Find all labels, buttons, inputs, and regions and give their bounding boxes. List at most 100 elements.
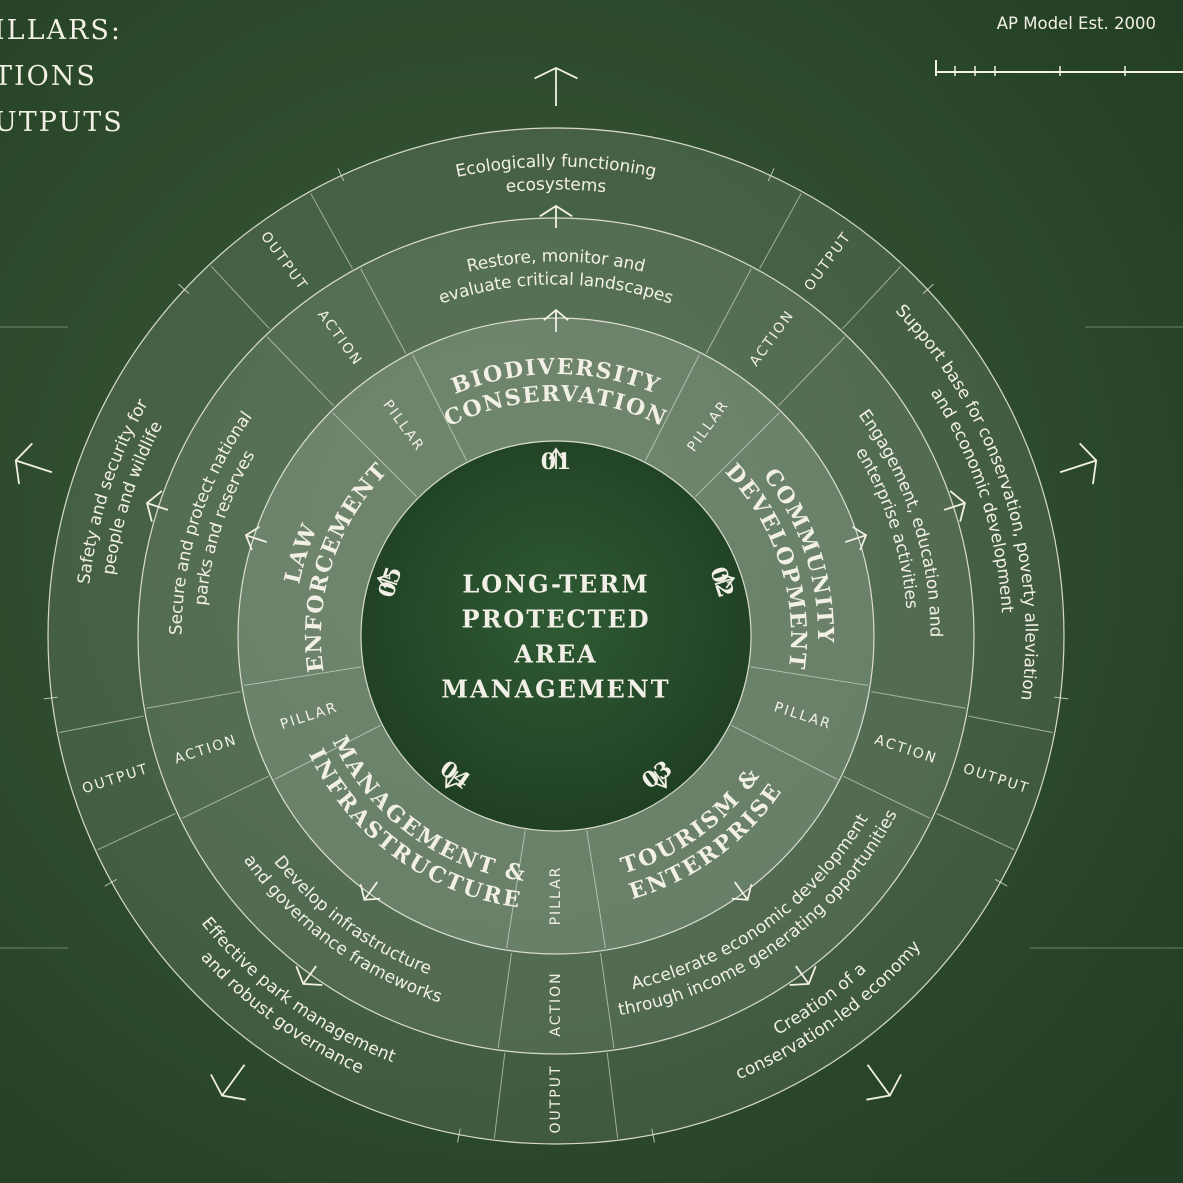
arrow-head — [445, 775, 458, 789]
page-title: ILLARS: TIONS UTPUTS — [0, 8, 124, 146]
arrow-icon — [1059, 442, 1098, 485]
ring-label-action: ACTION — [548, 971, 564, 1036]
arrow-shaft — [653, 770, 667, 788]
sector-divider — [266, 336, 335, 407]
sector-divider — [936, 813, 1015, 851]
arrow-icon — [548, 447, 564, 469]
arrow-head — [731, 884, 753, 901]
arrow-icon — [359, 881, 381, 901]
background-guides — [0, 326, 1183, 949]
arrow-head — [654, 775, 667, 789]
arrow-icon — [376, 574, 398, 589]
outer-tick — [457, 1128, 461, 1143]
sector-divider — [705, 268, 752, 354]
outer-tick — [43, 696, 58, 700]
arrow-head — [295, 965, 323, 986]
sector-divider — [606, 1052, 619, 1139]
sector-divider — [497, 952, 512, 1049]
ring-border — [47, 127, 1065, 1145]
arrow-icon — [844, 526, 868, 551]
arrow-icon — [14, 442, 53, 485]
arrow-icon — [943, 490, 966, 522]
sector-divider — [274, 724, 381, 780]
sector-divider — [59, 715, 144, 734]
arrow-head — [376, 574, 391, 589]
sector-divider — [644, 354, 700, 461]
sector-divider — [777, 336, 846, 407]
center-title-line: PROTECTED — [461, 605, 650, 634]
arrow-shaft — [844, 534, 867, 543]
ring-label-output: OUTPUT — [548, 1064, 564, 1133]
arrow-head — [14, 442, 33, 485]
arrows — [14, 66, 1098, 1101]
arrow-shaft — [363, 881, 379, 901]
arrow-head — [543, 308, 569, 321]
outer-tick — [994, 878, 1008, 887]
outer-tick — [1054, 696, 1069, 700]
sector-divider — [871, 691, 966, 709]
sector-divider — [842, 265, 902, 330]
ring-border — [360, 440, 752, 832]
sector-divider — [310, 193, 353, 269]
arrow-shaft — [1059, 459, 1097, 474]
arrow-shaft — [795, 965, 810, 985]
arrow-head — [210, 1074, 246, 1101]
title-line: TIONS — [0, 61, 97, 92]
arrow-icon — [244, 526, 268, 551]
center-disc — [361, 441, 751, 831]
arrow-shaft — [302, 965, 317, 985]
arrow-icon — [714, 574, 736, 589]
arrow-shaft — [245, 534, 268, 543]
outer-tick — [104, 878, 118, 887]
sector-divider — [243, 666, 362, 686]
outer-tick — [651, 1128, 655, 1143]
arrow-head — [852, 526, 868, 551]
sector-divider — [600, 952, 615, 1049]
scale-bar — [935, 60, 1183, 76]
arrow-head — [721, 574, 736, 589]
arrow-shaft — [445, 770, 459, 788]
arrow-icon — [653, 770, 667, 789]
divider-lines — [43, 168, 1069, 1143]
sector-divider — [750, 666, 869, 686]
arrow-icon — [146, 490, 169, 522]
sector-divider — [332, 412, 418, 498]
arrow-head — [949, 490, 966, 522]
outer-tick — [178, 283, 190, 295]
sector-divider — [181, 775, 269, 819]
title-line: ILLARS: — [0, 15, 122, 46]
sector-divider — [731, 724, 838, 780]
arrow-icon — [539, 204, 573, 228]
arrow-icon — [295, 965, 323, 986]
sector-divider — [146, 691, 241, 709]
arrow-icon — [534, 66, 578, 106]
arrow-head — [534, 66, 578, 80]
outer-tick — [337, 168, 345, 182]
pillar-number: 01 — [541, 449, 572, 475]
arrow-shaft — [221, 1064, 246, 1097]
arrow-head — [1079, 442, 1098, 485]
sector-divider — [968, 715, 1053, 734]
arrow-head — [244, 526, 260, 551]
sector-divider — [360, 268, 407, 354]
sector-divider — [506, 830, 526, 949]
sector-divider — [843, 775, 931, 819]
pillar-output-text: ecosystems — [505, 174, 608, 197]
arrow-head — [539, 204, 573, 218]
arrow-shaft — [866, 1064, 891, 1097]
sector-divider — [586, 830, 606, 949]
sector-divider — [694, 412, 780, 498]
sector-divider — [493, 1052, 506, 1139]
arrow-head — [548, 447, 564, 460]
arrow-icon — [210, 1064, 246, 1101]
pillar-output: ecosystems — [505, 174, 608, 197]
sector-divider — [97, 813, 176, 851]
outer-tick — [922, 283, 934, 295]
arrow-shaft — [943, 502, 966, 511]
arrow-shaft — [733, 881, 749, 901]
ring-label-pillar: PILLAR — [548, 866, 564, 926]
arrow-shaft — [15, 459, 53, 474]
arrow-shaft — [377, 577, 398, 586]
